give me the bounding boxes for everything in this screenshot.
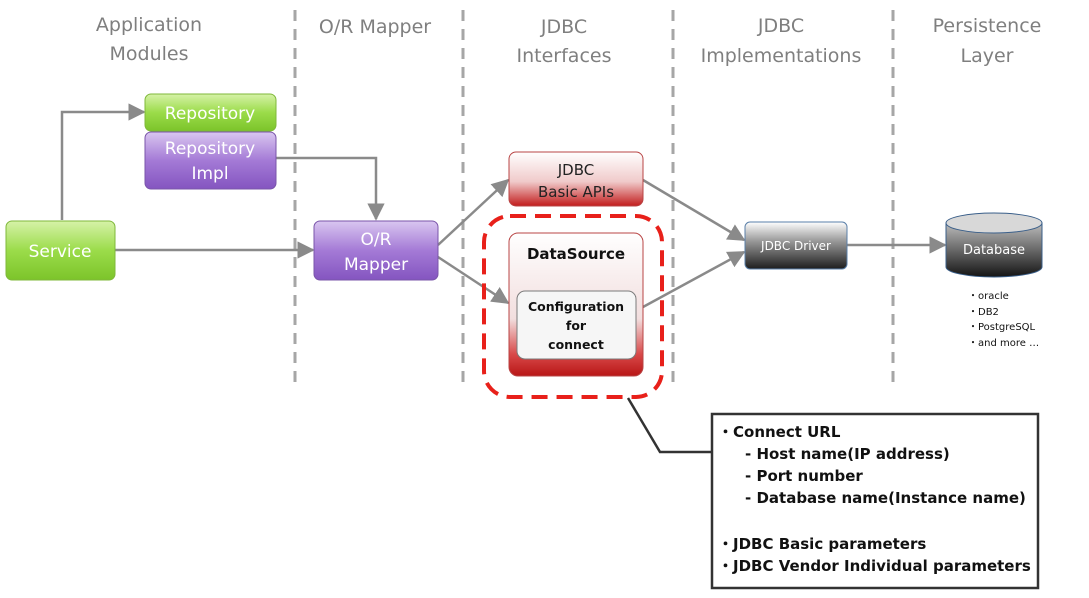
service-box[interactable]: Service [5, 220, 116, 281]
service-label: Service [29, 242, 92, 262]
vendor-list: ・oracle ・DB2 ・PostgreSQL ・and more … [968, 291, 1039, 349]
config-label-1: Configuration [528, 299, 624, 314]
connection-settings-note: ・Connect URL - Host name(IP address) - P… [710, 412, 1040, 590]
arrow-service-to-repository [60, 103, 146, 220]
header-jdbc-interfaces-1: JDBC [540, 16, 587, 38]
vendor-item: ・and more … [968, 338, 1039, 349]
note-connect-url: ・Connect URL [718, 423, 841, 441]
arrow-datasource-to-driver [642, 250, 746, 309]
note-jdbc-basic-params: ・JDBC Basic parameters [718, 535, 926, 553]
arrow-ormapper-to-config [437, 255, 510, 305]
repository-impl-label-2: Impl [191, 164, 228, 184]
connectors [60, 103, 947, 309]
note-port-number: - Port number [745, 467, 863, 485]
jdbc-driver-box[interactable]: JDBC Driver [744, 221, 848, 270]
datasource-highlight [482, 214, 664, 399]
config-label-2: for [566, 318, 587, 333]
jdbc-basic-apis-box[interactable]: JDBC Basic APIs [508, 151, 644, 207]
repository-impl-label-1: Repository [165, 139, 255, 159]
header-jdbc-impl-1: JDBC [757, 15, 804, 37]
header-app-modules-2: Modules [110, 43, 189, 65]
header-or-mapper: O/R Mapper [319, 16, 431, 38]
arrow-ormapper-to-jdbcapi [437, 178, 510, 246]
or-mapper-label-2: Mapper [344, 255, 408, 275]
arrow-jdbcapi-to-driver [642, 178, 746, 242]
database-cylinder[interactable]: Database [945, 212, 1043, 278]
datasource-box[interactable]: DataSource Configuration for connect [508, 232, 644, 377]
header-jdbc-interfaces-2: Interfaces [517, 45, 612, 67]
vendor-item: ・oracle [968, 291, 1009, 302]
vendor-item: ・DB2 [968, 307, 999, 318]
arrow-repoimpl-to-ormapper [276, 156, 385, 221]
config-label-3: connect [548, 337, 604, 352]
callout-connector [626, 397, 712, 454]
note-jdbc-vendor-params: ・JDBC Vendor Individual parameters [718, 557, 1031, 575]
datasource-label: DataSource [527, 245, 625, 263]
note-host-name: - Host name(IP address) [745, 445, 950, 463]
database-label: Database [963, 243, 1025, 258]
column-headers: Application Modules O/R Mapper JDBC Inte… [96, 14, 1041, 67]
column-separators [293, 10, 895, 388]
configuration-box[interactable]: Configuration for connect [516, 290, 637, 360]
repository-box[interactable]: Repository [144, 93, 277, 132]
vendor-item: ・PostgreSQL [968, 322, 1036, 333]
repository-label: Repository [165, 104, 255, 124]
jdbc-driver-label: JDBC Driver [760, 239, 831, 253]
or-mapper-label-1: O/R [361, 230, 392, 250]
jdbc-basic-label-1: JDBC [557, 161, 594, 179]
jdbc-basic-label-2: Basic APIs [538, 183, 614, 201]
or-mapper-box[interactable]: O/R Mapper [313, 220, 439, 281]
header-jdbc-impl-2: Implementations [701, 45, 862, 67]
note-database-name: - Database name(Instance name) [745, 489, 1026, 507]
header-persistence-1: Persistence [933, 15, 1042, 37]
header-app-modules-1: Application [96, 14, 202, 36]
repository-impl-box[interactable]: Repository Impl [144, 131, 277, 190]
header-persistence-2: Layer [961, 45, 1014, 67]
